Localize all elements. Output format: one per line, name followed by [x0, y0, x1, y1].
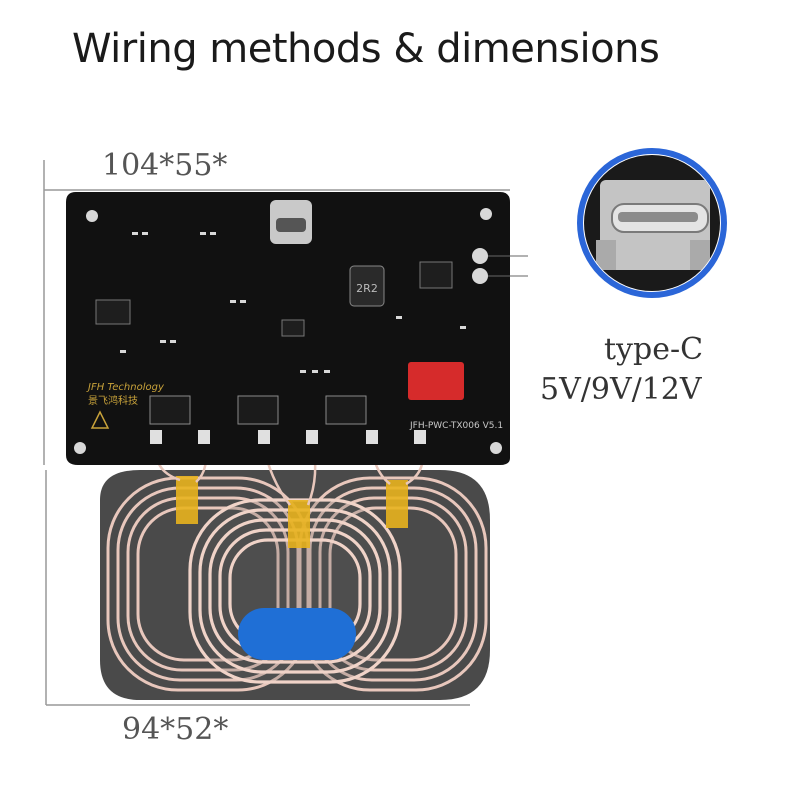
left-coil [106, 476, 310, 692]
blue-pad [238, 608, 356, 660]
coil-dimension-label: 94*52* [122, 712, 229, 747]
callout-lines [488, 255, 528, 277]
type-c-callout [577, 148, 727, 298]
svg-text:2R2: 2R2 [356, 282, 378, 295]
board-brand-cn: 景飞鸿科技 [88, 394, 138, 407]
tape-left [176, 476, 198, 524]
dimension-lines [43, 160, 510, 706]
inductor [349, 265, 385, 307]
board-model: JFH-PWC-TX006 V5.1 [409, 421, 503, 431]
tape-center [288, 500, 310, 548]
board-brand: JFH Technology [86, 382, 165, 393]
connector-type-label: type-C [604, 332, 704, 367]
coil-assembly [100, 439, 490, 700]
voltage-label: 5V/9V/12V [540, 372, 702, 407]
page-title: Wiring methods & dimensions [72, 26, 660, 72]
board-dimension-label: 104*55* [102, 148, 228, 183]
pcb-board: 2R2 JFH Technology 景飞鸿科技 JFH-PWC-TX006 [66, 192, 510, 465]
red-capacitor [408, 362, 464, 400]
tape-right [386, 480, 408, 528]
